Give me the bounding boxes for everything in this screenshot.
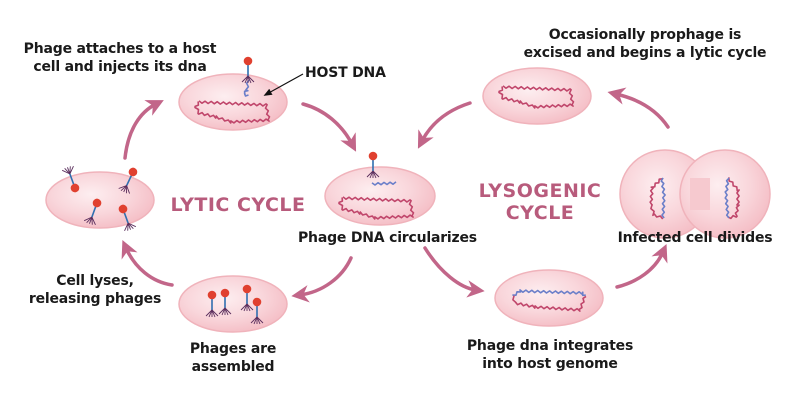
bacteriophage-icon: [218, 288, 232, 316]
arrow-attach-to-circularize: [301, 102, 357, 152]
label-attach: Phage attaches to a host cell and inject…: [23, 41, 217, 75]
attaching-phage-icon: [241, 56, 255, 84]
label-divides: Infected cell divides: [617, 230, 773, 246]
arrow-circularize-to-integrate: [423, 246, 485, 298]
arrow-divides-to-excised: [607, 87, 670, 129]
label-integrate: Phage dna integrates into host genome: [466, 338, 634, 372]
label-circularize: Phage DNA circularizes: [298, 230, 477, 246]
label-assembled: Phages are assembled: [189, 341, 277, 375]
arrow-integrate-to-divides: [615, 244, 668, 289]
released-phage-icon: [118, 167, 138, 194]
arrow-assembled-to-lysing: [121, 240, 174, 287]
integrated-phage-dna: [512, 289, 586, 297]
cell-assembled: [178, 275, 288, 333]
arrow-lysing-to-attach: [123, 100, 164, 160]
released-phage-icon: [61, 166, 80, 193]
label-host-dna: HOST DNA: [305, 65, 386, 81]
host-dna-loop: [338, 196, 415, 220]
cell-integrate: [494, 269, 604, 327]
daughter-host-dna: [727, 177, 740, 220]
phage-dna-fragment: [371, 181, 397, 186]
daughter-phage-dna: [660, 177, 666, 219]
host-dna-pointer: [263, 73, 304, 96]
cell-excised: [482, 67, 592, 125]
label-excised: Occasionally prophage is excised and beg…: [523, 27, 767, 61]
host-dna-loop: [498, 85, 575, 109]
cell-attach: [178, 73, 288, 131]
daughter-phage-dna: [724, 177, 730, 219]
arrow-excised-to-circularize: [417, 101, 472, 149]
bacteriophage-icon: [205, 290, 219, 318]
host-dna-loop: [194, 100, 271, 124]
daughter-host-dna: [649, 178, 664, 220]
injected-phage-dna: [243, 79, 250, 97]
bacteriophage-icon: [240, 284, 254, 312]
released-phage-icon: [83, 198, 102, 225]
lytic-cycle-title: LYTIC CYCLE: [170, 194, 306, 216]
attached-phage-icon: [366, 151, 380, 179]
released-phage-icon: [118, 204, 137, 231]
label-lyses: Cell lyses, releasing phages: [28, 273, 162, 307]
cycle-arrows: [121, 87, 670, 303]
lysogenic-cycle-title: LYSOGENIC CYCLE: [478, 180, 602, 224]
integrated-host-dna: [512, 295, 587, 312]
bacteriophage-icon: [250, 297, 264, 325]
arrow-circularize-to-assembled: [291, 256, 353, 303]
